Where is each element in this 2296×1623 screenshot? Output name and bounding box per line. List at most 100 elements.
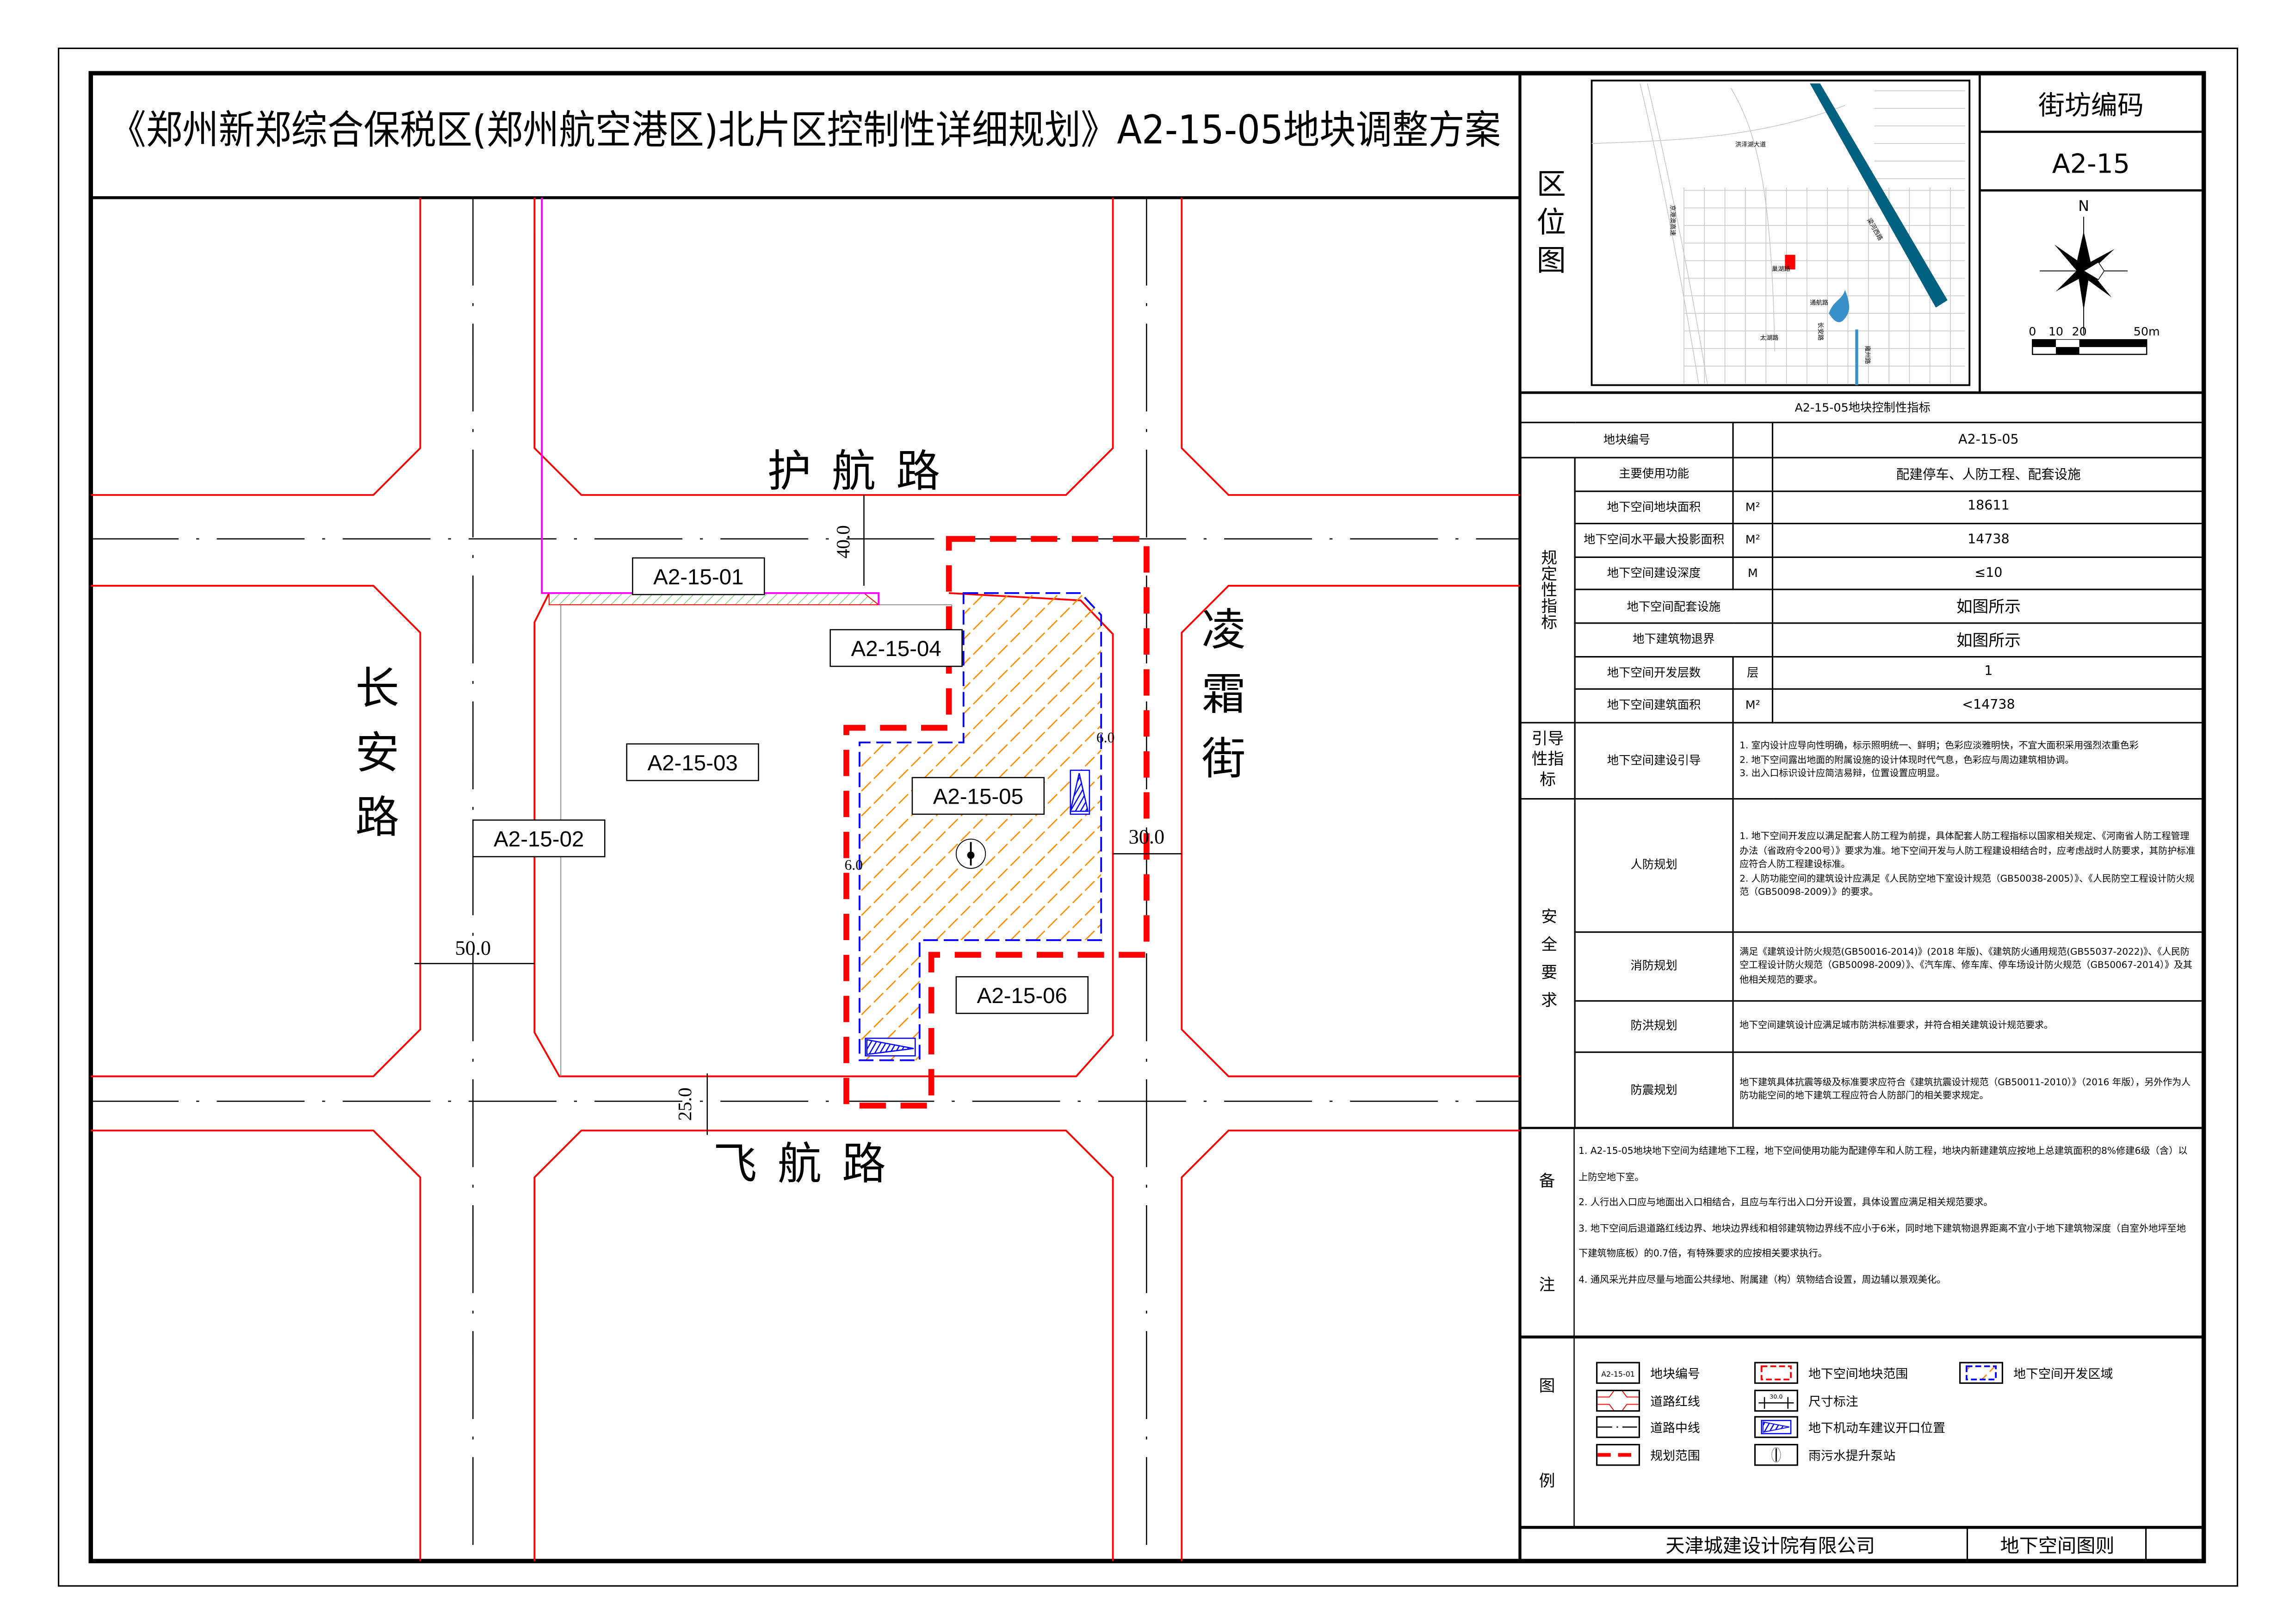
legend-sample-dim: 30.0: [1770, 1393, 1782, 1400]
footer-blank-cell: [2145, 1527, 2205, 1561]
row-unit: M²: [1732, 490, 1774, 525]
row-value: 如图所示: [1771, 622, 2205, 657]
scale-tick-label: 50m: [2134, 324, 2160, 338]
note-item: 3. 地下空间后退道路红线边界、地块边界线和相邻建筑物边界线不应小于6米，同时地…: [1578, 1222, 2186, 1260]
row-label: 地下空间水平最大投影面积: [1574, 523, 1734, 558]
guide-text: 1. 室内设计应导向性明确，标示照明统一、鲜明；色彩应淡雅明快，不宜大面积采用强…: [1732, 721, 2205, 799]
development-area-icon: [1959, 1362, 2003, 1384]
table-row: 地下建筑物退界如图所示: [1521, 622, 2205, 657]
row-value: 14738: [1771, 523, 2205, 558]
parcel-label: A2-15-06: [977, 984, 1067, 1008]
vehicle-opening-icon: [865, 1037, 916, 1057]
row-value: 如图所示: [1771, 589, 2205, 624]
legend-item-road-red-line: 道路红线: [1596, 1389, 1700, 1412]
map-road-label: 太湖路: [1760, 334, 1779, 341]
legend-item-label: 规划范围: [1650, 1449, 1700, 1464]
parcel-label: A2-15-04: [851, 637, 941, 661]
map-road-label: 长安路: [1817, 322, 1824, 341]
sheet-name: 地下空间图则: [1966, 1527, 2147, 1561]
road-red-line-icon: [1596, 1389, 1640, 1412]
safety-label: 防洪规划: [1574, 1000, 1734, 1053]
block-code-value: A2-15: [2052, 149, 2130, 179]
notes-label-char: 备: [1539, 1171, 1555, 1190]
row-value: ≤10: [1771, 556, 2205, 591]
table-row: 规定性指标主要使用功能配建停车、人防工程、配套设施: [1520, 457, 2205, 723]
legend-item-planning-boundary: 规划范围: [1596, 1443, 1700, 1466]
dim-east-road: 30.0: [1129, 825, 1165, 848]
note-item: 4. 通风采光井应尽量与地面公共绿地、附属建（构）筑物结合设置，周边辅以景观美化…: [1578, 1273, 1946, 1285]
safety-label: 防震规划: [1574, 1051, 1734, 1129]
legend-item-underground-parcel-range: 地下空间地块范围: [1754, 1362, 1908, 1384]
notes-label-char: 注: [1539, 1276, 1555, 1295]
notes-label: 备注: [1520, 1127, 1574, 1337]
parcel-label-box: [626, 743, 759, 781]
row-value: 18611: [1771, 490, 2205, 525]
legend-label-char: 例: [1539, 1471, 1555, 1490]
dim-setback: 6.0: [1096, 730, 1115, 746]
table-row: 地下空间配套设施如图所示: [1521, 589, 2205, 624]
parcel-no-value: A2-15-05: [1771, 421, 2205, 458]
table-row: 防震规划地下建筑具体抗震等级及标准要求应符合《建筑抗震设计规范（GB50011-…: [1521, 1051, 2205, 1129]
map-road-label: 洪泽湖大道: [1735, 141, 1766, 149]
road-name-north: 护航路: [767, 446, 961, 497]
planning-boundary: [843, 536, 1150, 1109]
legend-item-label: 地下空间开发区域: [2013, 1367, 2113, 1382]
row-label: 地下空间建筑面积: [1574, 688, 1734, 723]
row-label: 地下空间地块面积: [1574, 490, 1734, 525]
parcel-label: A2-15-03: [647, 751, 737, 775]
legend-label-char: 图: [1539, 1375, 1555, 1395]
row-label: 地下建筑物退界: [1574, 622, 1774, 657]
sheet-title: 《郑州新郑综合保税区(郑州航空港区)北片区控制性详细规划》A2-15-05地块调…: [110, 108, 1501, 154]
map-road-label: 巢湖路: [1772, 266, 1790, 273]
road-name-east: 凌霜街: [1194, 606, 1245, 799]
guide-group-label: 引导性指标: [1520, 721, 1576, 799]
row-unit: M: [1732, 556, 1774, 591]
vehicle-opening-icon: [1754, 1416, 1798, 1438]
legend-item-label: 地下机动车建议开口位置: [1808, 1421, 1946, 1436]
legend-sample-code: A2-15-01: [1601, 1369, 1635, 1378]
parcel-label-box: [911, 777, 1045, 815]
road-red-lines: [91, 198, 1520, 1561]
parcel-code-icon: A2-15-01: [1596, 1362, 1640, 1384]
row-label: 地下空间配套设施: [1574, 589, 1774, 624]
legend-item-label: 雨污水提升泵站: [1808, 1449, 1896, 1464]
legend-item-label: 地下空间地块范围: [1808, 1367, 1908, 1382]
site-location-marker: [1785, 254, 1795, 270]
pump-station-icon: [1754, 1443, 1798, 1466]
guide-label: 地下空间建设引导: [1574, 721, 1734, 799]
legend-item-pump-station: 雨污水提升泵站: [1754, 1443, 1896, 1466]
row-unit: M²: [1732, 523, 1774, 558]
scale-tick-label: 0: [2029, 324, 2036, 338]
safety-label: 人防规划: [1574, 798, 1734, 933]
map-road-label: 京港澳高速: [1669, 205, 1677, 235]
parcel-label: A2-15-05: [933, 785, 1023, 809]
road-name-west: 长安路: [348, 665, 399, 858]
dim-south-road: 25.0: [674, 1088, 695, 1121]
scale-tick-label: 20: [2072, 324, 2086, 338]
row-unit: [1732, 457, 1774, 492]
parcel-label: A2-15-02: [494, 827, 584, 851]
pink-pipeline: [541, 198, 880, 605]
pump-station-icon: [955, 838, 986, 869]
table-row: 消防规划满足《建筑设计防火规范(GB50016-2014)》(2018 年版)、…: [1521, 931, 2205, 1002]
legend-label: 图例: [1520, 1337, 1574, 1527]
parcel-no-label: 地块编号: [1520, 421, 1734, 458]
note-item: 1. A2-15-05地块地下空间为结建地下工程，地下空间使用功能为配建停车和人…: [1578, 1145, 2188, 1183]
company-name: 天津城建设计院有限公司: [1665, 1536, 1875, 1558]
site-plan: 40.0 50.0 30.0 25.0 6.0 6.0 护航路 飞航路 长安路 …: [91, 198, 1520, 1561]
row-label: 地下空间建设深度: [1574, 556, 1734, 591]
river: [1810, 83, 1948, 308]
safety-text: 地下建筑具体抗震等级及标准要求应符合《建筑抗震设计规范（GB50011-2010…: [1732, 1051, 2205, 1129]
row-value: 1: [1771, 655, 2205, 690]
legend-item-vehicle-opening: 地下机动车建议开口位置: [1754, 1416, 1945, 1438]
legend-item-development-area: 地下空间开发区域: [1959, 1362, 2113, 1384]
row-label: 地下空间开发层数: [1574, 655, 1734, 690]
parcel-label: A2-15-01: [653, 565, 743, 589]
